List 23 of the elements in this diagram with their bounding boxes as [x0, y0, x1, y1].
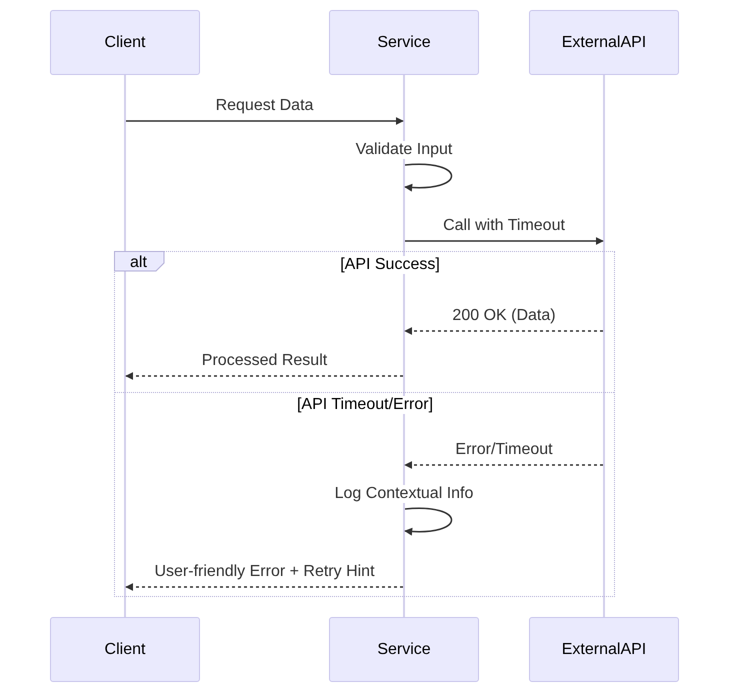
- message-label: Log Contextual Info: [332, 485, 476, 503]
- participant-box: Service: [329, 617, 479, 682]
- lifeline: [603, 75, 605, 617]
- message-arrow: [125, 583, 403, 591]
- message-arrow: [404, 327, 603, 335]
- lifeline: [124, 75, 126, 617]
- participant-box: ExternalAPI: [529, 617, 679, 682]
- fragment-operator: alt: [130, 254, 147, 272]
- participant-box: Service: [329, 10, 479, 75]
- participant-box: Client: [50, 617, 200, 682]
- participant-box: ExternalAPI: [529, 10, 679, 75]
- message-arrow: [126, 117, 404, 125]
- condition-label: [API Success]: [338, 256, 442, 274]
- message-arrow: [125, 372, 403, 380]
- message-label: Validate Input: [354, 141, 454, 159]
- message-arrow: [404, 461, 603, 469]
- participant-box: Client: [50, 10, 200, 75]
- lifeline: [403, 75, 405, 617]
- message-label: 200 OK (Data): [450, 307, 558, 325]
- message-arrow: [404, 508, 452, 536]
- message-label: Request Data: [214, 97, 316, 115]
- message-arrow: [405, 237, 604, 245]
- message-arrow: [404, 164, 452, 192]
